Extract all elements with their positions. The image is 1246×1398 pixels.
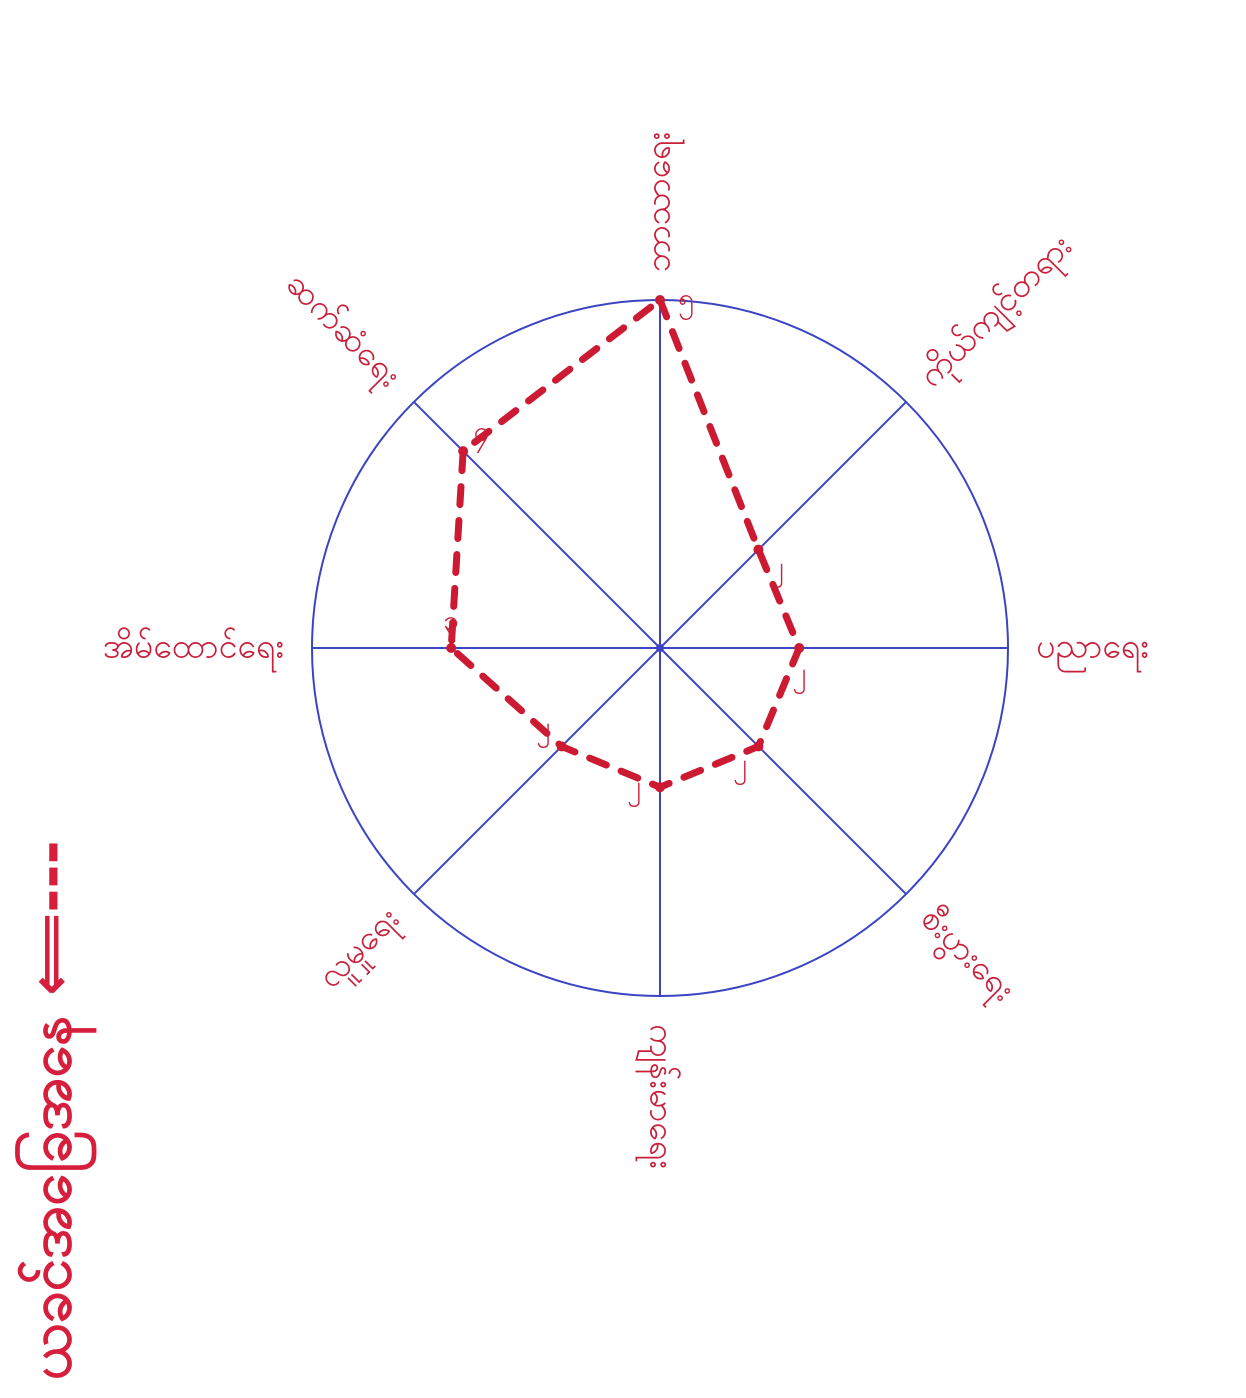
spoke-labels: ဘာသာရေးကိုယ်ကျင့်တရားပညာရေးစီးပွားရေးကျန… xyxy=(103,132,1149,1169)
value-label: ၂ xyxy=(770,550,784,589)
rating-point xyxy=(458,446,469,457)
spoke-line xyxy=(413,401,661,649)
spoke-label: စီးပွားရေး xyxy=(909,899,1024,1014)
spoke-line xyxy=(659,647,907,895)
rating-point xyxy=(655,295,665,305)
spoke-label: ပညာရေး xyxy=(1036,627,1149,673)
spoke-label: ဘာသာရေး xyxy=(639,132,685,272)
spoke-label: အိမ်ထောင်ရေး xyxy=(103,627,284,673)
spoke-label: လူမှုရေး xyxy=(310,899,412,1001)
rating-polygon xyxy=(447,296,803,791)
legend-text: ယခင်အခြေအနေ ⟸--- xyxy=(14,840,96,1380)
value-label: ၅ xyxy=(678,282,694,321)
rating-point xyxy=(753,741,764,752)
value-label: ၂ xyxy=(627,769,641,808)
value-label: ၂ xyxy=(792,656,806,695)
value-label: ၂ xyxy=(536,710,550,749)
spoke-line xyxy=(659,401,907,649)
spoke-label: ကျန်းမာရေး xyxy=(636,1024,682,1169)
rating-point xyxy=(655,782,665,793)
rating-point xyxy=(556,741,567,752)
rating-point xyxy=(794,643,805,653)
spoke-label: ကိုယ်ကျင့်တရား xyxy=(911,226,1084,399)
spoke-lines xyxy=(312,300,1008,996)
value-label: ၃ xyxy=(443,604,459,643)
rating-point xyxy=(446,643,457,653)
center-dot xyxy=(656,644,664,652)
rating-point xyxy=(753,544,764,555)
spoke-label: ဆက်ဆံရေး xyxy=(274,264,410,400)
spoke-line xyxy=(413,647,661,895)
value-label: ၄ xyxy=(474,415,490,454)
value-label: ၂ xyxy=(733,747,747,786)
rating-shape xyxy=(446,295,805,793)
